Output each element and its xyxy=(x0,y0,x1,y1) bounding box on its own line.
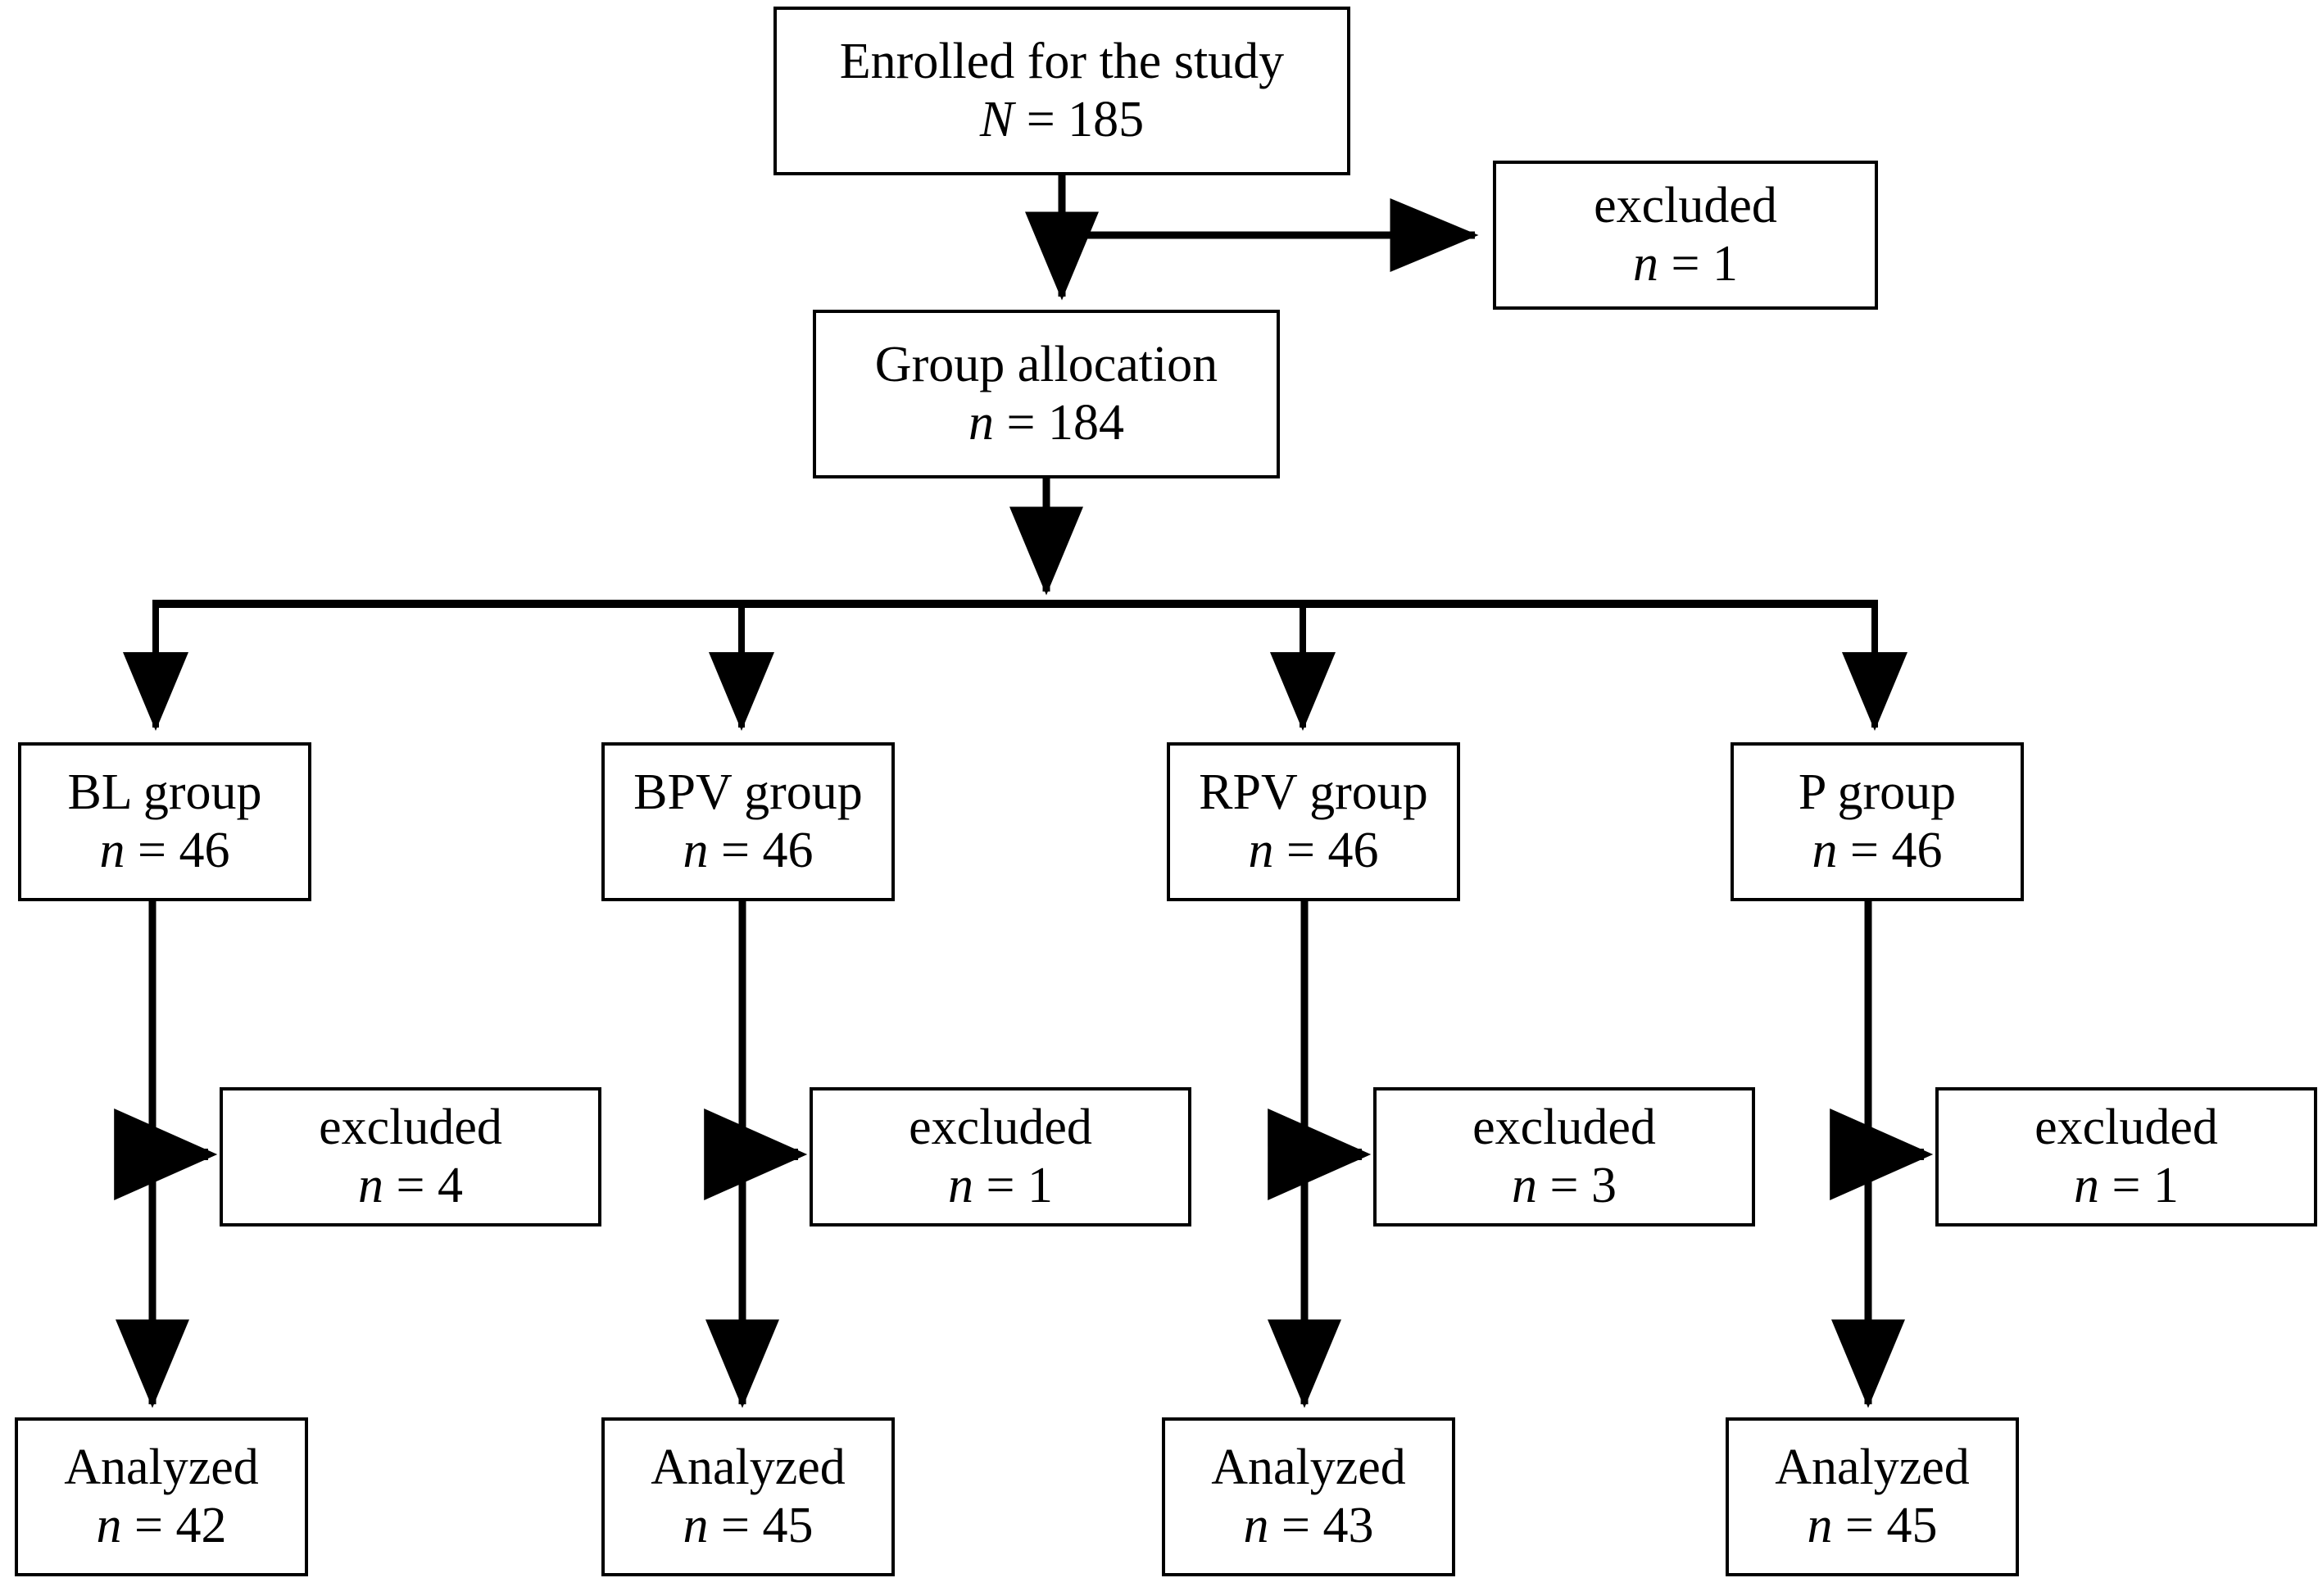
node-group-allocation[interactable]: Group allocation n = 184 xyxy=(813,310,1280,478)
symbol-n: n xyxy=(99,823,125,878)
node-group-p-count: n = 46 xyxy=(1812,822,1943,880)
equals-sign: = xyxy=(1026,92,1055,147)
count-value: 42 xyxy=(175,1498,227,1553)
node-group-bl[interactable]: BL group n = 46 xyxy=(18,742,311,901)
node-group-rpv-count: n = 46 xyxy=(1249,822,1379,880)
count-value: 1 xyxy=(2152,1158,2179,1213)
node-group-bpv[interactable]: BPV group n = 46 xyxy=(601,742,895,901)
node-excluded-bl[interactable]: excluded n = 4 xyxy=(220,1087,601,1226)
symbol-n: n xyxy=(1807,1498,1833,1553)
equals-sign: = xyxy=(1006,395,1036,451)
node-group-bl-label: BL group xyxy=(67,764,262,821)
equals-sign: = xyxy=(2112,1158,2141,1213)
count-value: 45 xyxy=(1886,1498,1938,1553)
count-value: 46 xyxy=(762,823,814,878)
node-enrolled-label: Enrolled for the study xyxy=(839,34,1285,90)
node-enrolled[interactable]: Enrolled for the study N = 185 xyxy=(773,7,1350,175)
node-analyzed-bl-count: n = 42 xyxy=(97,1497,227,1555)
equals-sign: = xyxy=(721,823,750,878)
equals-sign: = xyxy=(134,1498,163,1553)
count-value: 45 xyxy=(762,1498,814,1553)
equals-sign: = xyxy=(1845,1498,1874,1553)
node-group-rpv[interactable]: RPV group n = 46 xyxy=(1167,742,1460,901)
count-value: 184 xyxy=(1047,395,1124,451)
node-excluded-p[interactable]: excluded n = 1 xyxy=(1935,1087,2317,1226)
count-value: 185 xyxy=(1068,92,1145,147)
symbol-n: n xyxy=(683,1498,709,1553)
node-group-rpv-label: RPV group xyxy=(1199,764,1428,821)
equals-sign: = xyxy=(1281,1498,1310,1553)
node-excluded-top[interactable]: excluded n = 1 xyxy=(1493,161,1878,310)
node-analyzed-rpv[interactable]: Analyzed n = 43 xyxy=(1162,1417,1455,1576)
node-excluded-rpv[interactable]: excluded n = 3 xyxy=(1373,1087,1755,1226)
node-group-p-label: P group xyxy=(1798,764,1957,821)
node-excluded-rpv-count: n = 3 xyxy=(1512,1157,1617,1215)
symbol-n: n xyxy=(2074,1158,2100,1213)
node-analyzed-p-count: n = 45 xyxy=(1808,1497,1938,1555)
symbol-n: n xyxy=(1248,823,1274,878)
node-excluded-bpv-count: n = 1 xyxy=(948,1157,1053,1215)
node-excluded-p-label: excluded xyxy=(2034,1100,2218,1156)
node-analyzed-rpv-label: Analyzed xyxy=(1211,1440,1406,1496)
equals-sign: = xyxy=(1286,823,1315,878)
node-excluded-bpv-label: excluded xyxy=(909,1100,1092,1156)
equals-sign: = xyxy=(1671,236,1700,292)
count-value: 4 xyxy=(437,1158,463,1213)
node-group-bpv-label: BPV group xyxy=(633,764,863,821)
equals-sign: = xyxy=(1549,1158,1579,1213)
symbol-n: n xyxy=(96,1498,122,1553)
count-value: 46 xyxy=(1891,823,1943,878)
node-analyzed-rpv-count: n = 43 xyxy=(1244,1497,1374,1555)
node-group-bl-count: n = 46 xyxy=(100,822,230,880)
node-analyzed-bl-label: Analyzed xyxy=(64,1440,259,1496)
equals-sign: = xyxy=(138,823,166,878)
node-analyzed-p[interactable]: Analyzed n = 45 xyxy=(1726,1417,2019,1576)
symbol-N: N xyxy=(979,92,1014,147)
node-group-allocation-label: Group allocation xyxy=(874,337,1218,393)
node-excluded-top-label: excluded xyxy=(1594,178,1777,234)
node-excluded-rpv-label: excluded xyxy=(1472,1100,1656,1156)
node-group-allocation-count: n = 184 xyxy=(968,394,1124,452)
node-analyzed-bl[interactable]: Analyzed n = 42 xyxy=(15,1417,308,1576)
node-group-bpv-count: n = 46 xyxy=(683,822,814,880)
node-excluded-p-count: n = 1 xyxy=(2074,1157,2179,1215)
symbol-n: n xyxy=(358,1158,384,1213)
count-value: 1 xyxy=(1027,1158,1053,1213)
symbol-n: n xyxy=(1633,236,1659,292)
edge-allocation-to-split xyxy=(152,478,1878,608)
node-analyzed-bpv-count: n = 45 xyxy=(683,1497,814,1555)
node-excluded-top-count: n = 1 xyxy=(1633,235,1738,293)
node-excluded-bpv[interactable]: excluded n = 1 xyxy=(810,1087,1191,1226)
node-analyzed-bpv-label: Analyzed xyxy=(651,1440,846,1496)
node-enrolled-count: N = 185 xyxy=(980,91,1144,149)
symbol-n: n xyxy=(1812,823,1838,878)
node-group-p[interactable]: P group n = 46 xyxy=(1731,742,2024,901)
equals-sign: = xyxy=(721,1498,750,1553)
equals-sign: = xyxy=(396,1158,425,1213)
symbol-n: n xyxy=(948,1158,974,1213)
count-value: 46 xyxy=(179,823,230,878)
node-analyzed-bpv[interactable]: Analyzed n = 45 xyxy=(601,1417,895,1576)
symbol-n: n xyxy=(1512,1158,1538,1213)
equals-sign: = xyxy=(986,1158,1015,1213)
equals-sign: = xyxy=(1850,823,1879,878)
count-value: 1 xyxy=(1712,236,1738,292)
node-excluded-bl-label: excluded xyxy=(319,1100,502,1156)
count-value: 43 xyxy=(1322,1498,1374,1553)
symbol-n: n xyxy=(968,395,995,451)
node-analyzed-p-label: Analyzed xyxy=(1775,1440,1970,1496)
count-value: 46 xyxy=(1327,823,1379,878)
symbol-n: n xyxy=(1243,1498,1269,1553)
node-excluded-bl-count: n = 4 xyxy=(358,1157,463,1215)
symbol-n: n xyxy=(683,823,709,878)
count-value: 3 xyxy=(1590,1158,1617,1213)
